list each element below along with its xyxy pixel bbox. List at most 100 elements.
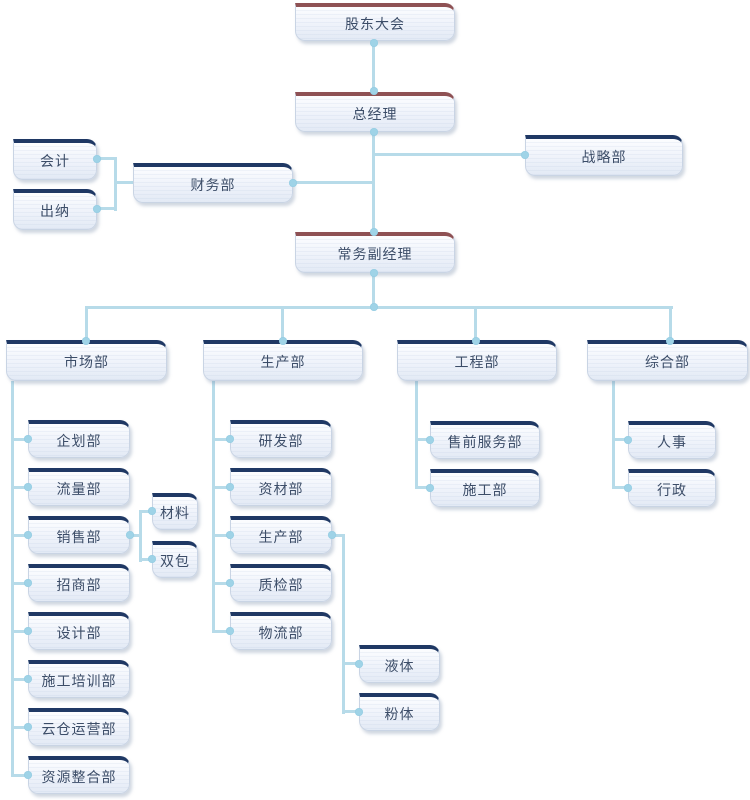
- connector-dot: [472, 337, 480, 345]
- node-design-dept[interactable]: 设计部: [28, 612, 130, 650]
- connector-line: [212, 381, 215, 633]
- connector-line: [416, 486, 430, 489]
- connector-dot: [93, 205, 101, 213]
- connector-dot: [370, 303, 378, 311]
- connector-line: [374, 153, 525, 156]
- connector-line: [11, 381, 14, 777]
- connector-dot: [226, 531, 234, 539]
- connector-line: [332, 534, 344, 537]
- connector-dot: [666, 337, 674, 345]
- node-resource-integration-dept[interactable]: 资源整合部: [28, 756, 130, 794]
- connector-dot: [24, 579, 32, 587]
- connector-dot: [289, 179, 297, 187]
- node-accounting[interactable]: 会计: [13, 139, 97, 180]
- connector-line: [97, 157, 115, 160]
- connector-dot: [226, 579, 234, 587]
- node-production-sub-dept[interactable]: 生产部: [230, 516, 332, 554]
- node-liquid[interactable]: 液体: [359, 645, 440, 683]
- connector-line: [115, 181, 133, 184]
- connector-dot: [226, 435, 234, 443]
- connector-line: [12, 438, 28, 441]
- connector-line: [213, 534, 230, 537]
- connector-dot: [226, 627, 234, 635]
- node-logistics-dept[interactable]: 物流部: [230, 612, 332, 650]
- node-quality-inspection-dept[interactable]: 质检部: [230, 564, 332, 602]
- connector-line: [12, 774, 28, 777]
- node-cashier[interactable]: 出纳: [13, 189, 97, 230]
- connector-line: [213, 582, 230, 585]
- node-cloud-warehouse-ops-dept[interactable]: 云仓运营部: [28, 708, 130, 746]
- node-production-dept[interactable]: 生产部: [203, 340, 363, 381]
- node-construction-dept[interactable]: 施工部: [430, 469, 540, 507]
- connector-line: [139, 510, 142, 562]
- connector-dot: [370, 39, 378, 47]
- connector-dot: [148, 507, 156, 515]
- node-administration[interactable]: 行政: [628, 469, 716, 507]
- connector-dot: [226, 483, 234, 491]
- connector-dot: [82, 337, 90, 345]
- connector-line: [12, 582, 28, 585]
- connector-line: [141, 510, 152, 513]
- connector-dot: [24, 483, 32, 491]
- node-presales-service-dept[interactable]: 售前服务部: [430, 421, 540, 459]
- node-materials[interactable]: 材料: [152, 493, 198, 530]
- connector-dot: [624, 484, 632, 492]
- connector-dot: [148, 555, 156, 563]
- node-powder[interactable]: 粉体: [359, 693, 440, 731]
- connector-line: [114, 157, 117, 211]
- node-shareholders-meeting[interactable]: 股东大会: [295, 3, 455, 41]
- connector-dot: [24, 435, 32, 443]
- connector-line: [85, 306, 673, 309]
- node-traffic-dept[interactable]: 流量部: [28, 468, 130, 506]
- connector-dot: [93, 155, 101, 163]
- connector-dot: [624, 436, 632, 444]
- connector-line: [213, 438, 230, 441]
- connector-dot: [126, 531, 134, 539]
- node-supplies-dept[interactable]: 资材部: [230, 468, 332, 506]
- connector-dot: [24, 723, 32, 731]
- connector-line: [372, 41, 375, 92]
- node-planning-dept[interactable]: 企划部: [28, 420, 130, 458]
- node-finance-dept[interactable]: 财务部: [133, 163, 293, 203]
- connector-line: [613, 438, 628, 441]
- node-general-manager[interactable]: 总经理: [295, 92, 455, 132]
- connector-dot: [370, 87, 378, 95]
- connector-dot: [426, 436, 434, 444]
- connector-dot: [328, 531, 336, 539]
- connector-line: [141, 558, 152, 561]
- connector-dot: [370, 228, 378, 236]
- connector-line: [213, 630, 230, 633]
- connector-line: [344, 710, 359, 713]
- connector-line: [613, 486, 628, 489]
- node-double-package[interactable]: 双包: [152, 541, 198, 578]
- connector-line: [12, 726, 28, 729]
- connector-line: [12, 486, 28, 489]
- node-marketing-dept[interactable]: 市场部: [6, 340, 167, 381]
- connector-line: [612, 381, 615, 489]
- connector-line: [12, 534, 28, 537]
- connector-dot: [370, 269, 378, 277]
- connector-line: [342, 534, 345, 714]
- connector-line: [281, 306, 284, 342]
- node-strategy-dept[interactable]: 战略部: [525, 135, 683, 176]
- node-general-affairs-dept[interactable]: 综合部: [587, 340, 748, 381]
- node-engineering-dept[interactable]: 工程部: [397, 340, 557, 381]
- node-rnd-dept[interactable]: 研发部: [230, 420, 332, 458]
- node-merchants-dept[interactable]: 招商部: [28, 564, 130, 602]
- node-sales-dept[interactable]: 销售部: [28, 516, 130, 554]
- node-construction-training-dept[interactable]: 施工培训部: [28, 660, 130, 698]
- connector-line: [213, 486, 230, 489]
- connector-dot: [426, 484, 434, 492]
- connector-line: [415, 381, 418, 489]
- node-hr[interactable]: 人事: [628, 421, 716, 459]
- connector-dot: [279, 337, 287, 345]
- node-deputy-general-manager[interactable]: 常务副经理: [295, 232, 455, 273]
- connector-line: [12, 678, 28, 681]
- connector-dot: [24, 627, 32, 635]
- connector-dot: [24, 675, 32, 683]
- connector-line: [372, 272, 375, 308]
- connector-line: [416, 438, 430, 441]
- connector-dot: [24, 771, 32, 779]
- connector-line: [85, 306, 88, 342]
